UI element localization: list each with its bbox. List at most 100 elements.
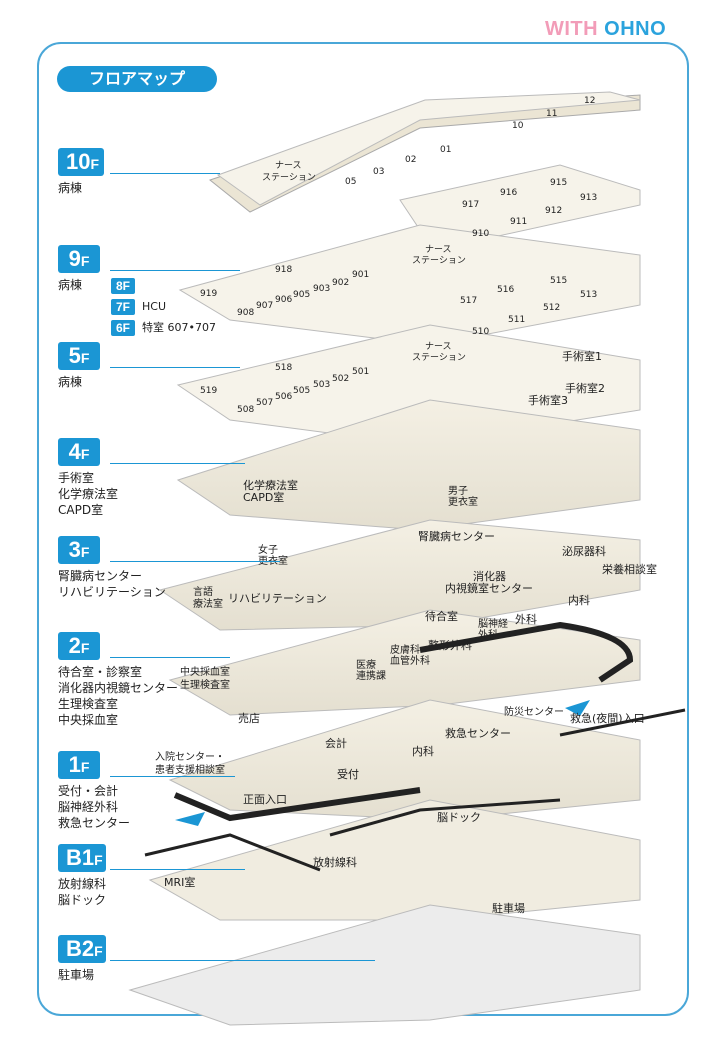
room-label: ステーション (262, 172, 316, 183)
room-labels: 12 11 10 01 02 03 05 ナース ステーション 915 913 … (200, 96, 605, 415)
area-label: 女子 (258, 543, 278, 556)
floor-badge-b2f[interactable]: B2F (58, 935, 106, 963)
area-label: 連携課 (356, 669, 386, 682)
area-label: 防災センター (504, 705, 564, 718)
room-label: 510 (472, 327, 489, 337)
floor-note-6f: 特室 607•707 (142, 321, 216, 334)
area-label: 待合室 (425, 609, 458, 623)
area-label: 駐車場 (492, 901, 525, 915)
room-label: ステーション (412, 352, 466, 363)
area-label: 化学療法室 (243, 478, 298, 492)
floor-badge-9f[interactable]: 9F (58, 245, 100, 273)
floor-desc-5f: 病棟 (58, 375, 83, 389)
leader-line (110, 776, 235, 777)
area-label: 売店 (238, 711, 260, 725)
room-label: 912 (545, 206, 562, 216)
floor-badge-7f[interactable]: 7F (111, 299, 135, 315)
area-label: 言語 (193, 585, 213, 598)
floor-desc-10f: 病棟 (58, 181, 83, 195)
room-label: 917 (462, 200, 479, 210)
floor-badge-8f[interactable]: 8F (111, 278, 135, 294)
area-label: 内科 (412, 744, 434, 758)
area-label: 男子 (448, 485, 468, 497)
floor-desc-9f: 病棟 (58, 278, 83, 292)
room-label: 502 (332, 374, 349, 384)
floor-1f-plate (168, 699, 686, 826)
room-label: 908 (237, 308, 254, 318)
room-label: 918 (275, 265, 292, 275)
room-label: 03 (373, 167, 384, 177)
room-label: 508 (237, 405, 254, 415)
room-label: ナース (275, 160, 302, 171)
room-label: 11 (546, 109, 557, 119)
floor-badge-b1f[interactable]: B1F (58, 844, 106, 872)
area-label: 内科 (568, 593, 590, 607)
area-label: 栄養相談室 (602, 562, 657, 576)
room-label: 516 (497, 285, 514, 295)
area-label: 内視鏡室センター (445, 581, 533, 595)
room-label: 901 (352, 270, 369, 280)
leader-line (110, 869, 245, 870)
area-label: 脳神経 (478, 617, 508, 630)
leader-line (110, 270, 240, 271)
area-label: 入院センター・ (155, 750, 225, 763)
floor-badge-4f[interactable]: 4F (58, 438, 100, 466)
room-label: 505 (293, 386, 310, 396)
area-label: 更衣室 (258, 554, 288, 567)
room-label: 902 (332, 278, 349, 288)
floor-4f-plate (176, 399, 641, 531)
room-label: 916 (500, 188, 517, 198)
brand-logo: WITH OHNO (545, 18, 667, 40)
floor-desc-1f: 受付・会計 脳神経外科 救急センター (58, 784, 131, 830)
floor-badge-5f[interactable]: 5F (58, 342, 100, 370)
area-label: 生理検査室 (180, 678, 230, 691)
room-label: 10 (512, 121, 524, 131)
leader-line (110, 561, 280, 562)
area-labels: 化学療法室 CAPD室 男子 更衣室 腎臓病センター 女子 更衣室 言語 療法室… (155, 478, 657, 915)
room-label: 501 (352, 367, 369, 377)
leader-line (110, 367, 240, 368)
room-label: ナース (425, 244, 452, 255)
area-label: 脳ドック (437, 811, 481, 824)
floor-badge-3f[interactable]: 3F (58, 536, 100, 564)
room-label: 506 (275, 392, 292, 402)
floor-note-7f: HCU (142, 300, 167, 313)
room-label: 919 (200, 289, 217, 299)
room-label: 503 (313, 380, 330, 390)
leader-line (110, 173, 220, 174)
room-label: 手術室3 (528, 393, 568, 407)
floor-9f-plate (178, 224, 641, 346)
room-label: 519 (200, 386, 217, 396)
room-label: 12 (584, 96, 595, 106)
area-label: 医療 (356, 658, 376, 671)
floor-2f-plate (168, 609, 641, 716)
room-label: 903 (313, 284, 330, 294)
room-label: ナース (425, 341, 452, 352)
area-label: 受付 (337, 768, 359, 781)
room-label: 512 (543, 303, 560, 313)
floor-badge-10f[interactable]: 10F (58, 148, 104, 176)
floor-badge-1f[interactable]: 1F (58, 751, 100, 779)
area-label: 更衣室 (448, 495, 478, 508)
area-label: 患者支援相談室 (155, 763, 225, 776)
area-label: 外科 (515, 612, 537, 626)
room-label: 906 (275, 295, 292, 305)
area-label: 救急(夜間)入口 (570, 711, 645, 725)
floor-badge-6f[interactable]: 6F (111, 320, 135, 336)
area-label: リハビリテーション (228, 592, 327, 605)
leader-line (110, 960, 375, 961)
room-label: 913 (580, 193, 597, 203)
floor-badge-2f[interactable]: 2F (58, 632, 100, 660)
room-label: 手術室1 (562, 349, 602, 363)
floor-desc-b2f: 駐車場 (58, 968, 95, 982)
floor-desc-2f: 待合室・診察室 消化器内視鏡センター 生理検査室 中央採血室 (58, 665, 179, 727)
room-label: 手術室2 (565, 381, 605, 395)
area-label: MRI室 (164, 875, 195, 889)
area-label: 泌尿器科 (562, 544, 606, 558)
area-label: 整形外科 (428, 638, 472, 652)
room-label: 515 (550, 276, 567, 286)
area-label: 救急センター (445, 726, 511, 740)
room-label: 511 (508, 315, 525, 325)
room-label: 518 (275, 363, 292, 373)
